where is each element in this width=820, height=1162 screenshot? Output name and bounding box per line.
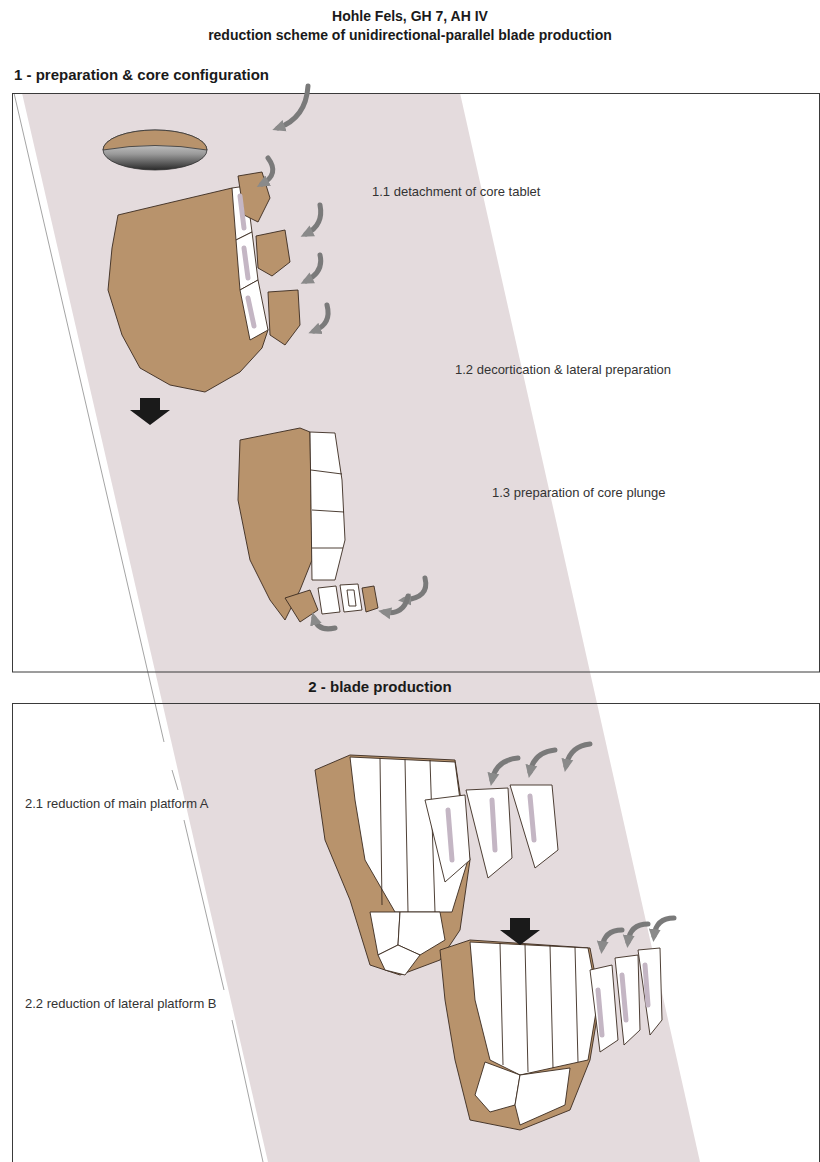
reduction-band	[22, 93, 700, 1162]
flake-scar-mark	[240, 196, 254, 326]
core-stone	[515, 1068, 570, 1125]
strike-arrow	[306, 255, 321, 281]
strike-arrow	[278, 86, 308, 128]
strike-arrow	[262, 86, 674, 948]
flake-scar-mark	[598, 965, 648, 1035]
core-stone	[108, 188, 268, 392]
core-stone	[315, 755, 470, 975]
core-stone	[590, 965, 618, 1052]
strike-arrow	[628, 924, 648, 942]
strike-arrow	[530, 750, 555, 772]
section-heading: 1 - preparation & core configuration	[14, 66, 269, 84]
step-label: 1.2 decortication & lateral preparation	[455, 362, 671, 378]
diagram-subtitle: reduction scheme of unidirectional-paral…	[208, 27, 612, 44]
core-stone	[347, 590, 356, 606]
core-stone	[362, 586, 378, 612]
flake-scar-mark	[448, 796, 534, 860]
core-stone	[470, 942, 598, 1075]
step-label: 2.1 reduction of main platform A	[25, 796, 209, 812]
core-stone	[238, 428, 312, 620]
sequence-arrow	[130, 398, 170, 425]
core-stone	[268, 290, 300, 345]
core-tablet	[103, 130, 207, 170]
strike-arrow	[492, 758, 518, 780]
flake-scar-mark	[240, 196, 648, 1035]
step-label: 1.1 detachment of core tablet	[372, 184, 540, 200]
reduction-band	[14, 93, 700, 1162]
panel-frame	[13, 94, 820, 673]
core-stone	[615, 955, 640, 1045]
strike-arrow	[314, 305, 328, 331]
sequence-arrow	[130, 398, 540, 945]
core-stone	[108, 172, 662, 1130]
panel-frame	[13, 704, 820, 1162]
strike-arrow	[602, 930, 622, 948]
core-stone	[318, 586, 340, 614]
panel-frame	[13, 94, 820, 1162]
core-stone	[380, 758, 435, 912]
section-heading: 2 - blade production	[308, 678, 451, 696]
core-stone	[475, 1062, 520, 1112]
core-stone	[378, 945, 420, 975]
core-stone	[310, 432, 345, 580]
sequence-arrow	[500, 918, 540, 945]
strike-arrow	[262, 158, 273, 184]
core-stone	[440, 940, 600, 1130]
core-tablet	[103, 130, 207, 150]
core-stone	[638, 948, 662, 1035]
diagram-title: Hohle Fels, GH 7, AH IV	[332, 8, 488, 25]
core-stone	[240, 280, 268, 340]
strike-arrow	[384, 596, 408, 613]
strike-arrow	[314, 618, 335, 629]
strike-arrow	[306, 205, 321, 234]
strike-arrow	[566, 744, 590, 766]
core-tablet	[103, 130, 207, 170]
core-stone	[256, 230, 290, 276]
step-label: 2.2 reduction of lateral platform B	[25, 996, 217, 1012]
core-stone	[340, 584, 362, 612]
core-stone	[311, 470, 344, 548]
core-stone	[500, 943, 578, 1072]
core-stone	[466, 788, 512, 878]
strike-arrow	[654, 918, 674, 936]
step-label: 1.3 preparation of core plunge	[492, 485, 665, 501]
